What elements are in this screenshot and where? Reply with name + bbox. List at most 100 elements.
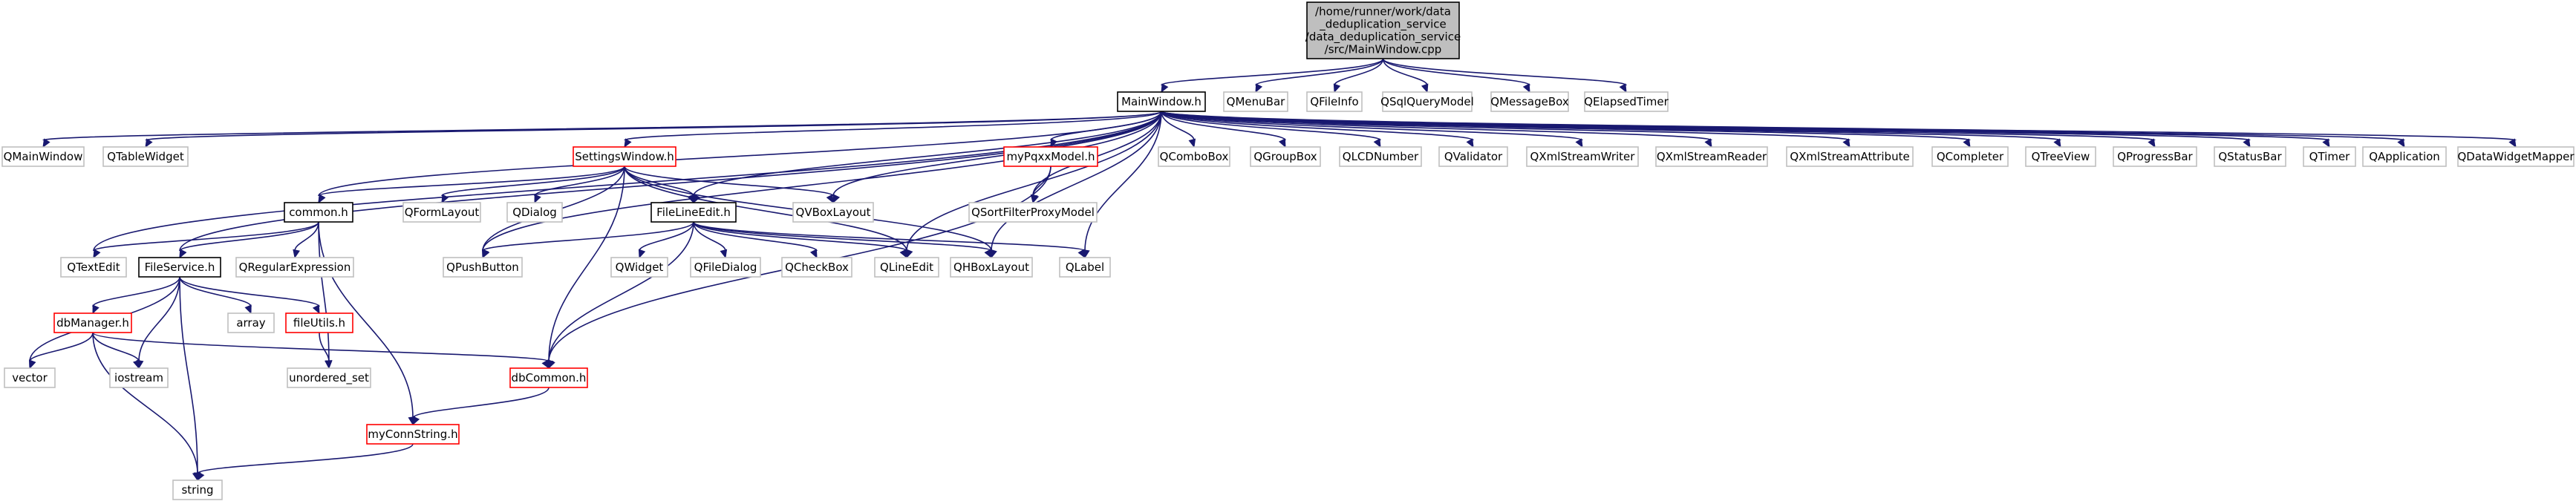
edge-filelineedit_h-to-qlabel: [693, 221, 1086, 259]
edge-myconnstring_h-to-string: [197, 443, 414, 482]
node-myconnstring-h[interactable]: myConnString.h: [366, 424, 460, 445]
node-label: /src/MainWindow.cpp: [1325, 43, 1442, 56]
node-qpushbutton: QPushButton: [443, 257, 523, 278]
edge-filelineedit_h-to-qcheckbox: [693, 221, 818, 259]
edge-settingswindow_h-to-qformlayout: [441, 166, 625, 204]
edge-dbmanager_h-to-dbcommon_h: [92, 332, 550, 370]
node-qlabel: QLabel: [1059, 257, 1111, 278]
node-qstatusbar: QStatusBar: [2214, 146, 2286, 167]
node-qxmlstreamwriter: QXmlStreamWriter: [1526, 146, 1639, 167]
node-root[interactable]: /home/runner/work/data_deduplication_ser…: [1305, 1, 1461, 59]
node-qregularexpression: QRegularExpression: [235, 257, 354, 278]
node-dbcommon-h[interactable]: dbCommon.h: [509, 367, 588, 388]
node-label: QTableWidget: [107, 150, 184, 163]
node-qfileinfo: QFileInfo: [1306, 91, 1363, 112]
node-iostream: iostream: [109, 367, 169, 388]
node-label: _deduplication_service: [1319, 18, 1447, 32]
edge-root-to-mainwindow_h: [1161, 58, 1384, 94]
node-label: QSortFilterProxyModel: [971, 206, 1095, 219]
node-fileservice-h[interactable]: FileService.h: [138, 257, 221, 278]
node-common-h[interactable]: common.h: [284, 202, 353, 223]
node-label: QTreeView: [2032, 150, 2090, 163]
node-label: QXmlStreamReader: [1657, 150, 1767, 163]
node-label: MainWindow.h: [1121, 95, 1201, 108]
edge-dbmanager_h-to-iostream: [92, 332, 140, 370]
node-label: QApplication: [2369, 150, 2440, 163]
node-label: QPushButton: [446, 261, 519, 274]
node-settingswindow-h[interactable]: SettingsWindow.h: [573, 146, 676, 167]
node-qcombobox: QComboBox: [1158, 146, 1230, 167]
node-label: QDialog: [512, 206, 557, 219]
edge-fileutils_h-to-unordered_set: [319, 332, 332, 370]
node-qmainwindow: QMainWindow: [1, 146, 85, 167]
node-label: QLabel: [1066, 261, 1104, 274]
edge-filelineedit_h-to-qpushbutton: [482, 221, 694, 259]
edge-common_h-to-fileservice_h: [179, 221, 319, 259]
edge-filelineedit_h-to-qhboxlayout: [693, 221, 992, 259]
node-filelineedit-h[interactable]: FileLineEdit.h: [650, 202, 737, 223]
edge-settingswindow_h-to-qvboxlayout: [624, 166, 834, 204]
edge-common_h-to-qtextedit: [93, 221, 319, 259]
edge-layer: [29, 58, 2517, 482]
node-qdialog: QDialog: [506, 202, 563, 223]
node-label: QWidget: [616, 261, 664, 274]
node-qtablewidget: QTableWidget: [102, 146, 189, 167]
node-dbmanager-h[interactable]: dbManager.h: [53, 312, 132, 333]
node-label: dbCommon.h: [512, 371, 587, 384]
node-label: QLineEdit: [880, 261, 933, 274]
edge-settingswindow_h-to-qdialog: [534, 166, 625, 204]
node-label: QVBoxLayout: [796, 206, 871, 219]
node-qvboxlayout: QVBoxLayout: [792, 202, 874, 223]
node-label: vector: [12, 371, 48, 384]
node-label: QSqlQueryModel: [1380, 95, 1474, 108]
node-label: QStatusBar: [2218, 150, 2282, 163]
node-label: QCheckBox: [785, 261, 849, 274]
node-qsqlquerymodel: QSqlQueryModel: [1380, 91, 1474, 112]
node-label: string: [181, 483, 213, 497]
edge-mainwindow_h-to-qdatawidgetmapper: [1161, 111, 2517, 148]
node-fileutils-h[interactable]: fileUtils.h: [285, 312, 353, 333]
node-vector: vector: [4, 367, 56, 388]
node-label: myConnString.h: [368, 428, 457, 441]
node-mypqxxmodel-h[interactable]: myPqxxModel.h: [1003, 146, 1098, 167]
node-label: QTextEdit: [67, 261, 120, 274]
node-string: string: [172, 480, 223, 500]
node-label: QXmlStreamAttribute: [1790, 150, 1909, 163]
node-label: QHBoxLayout: [953, 261, 1029, 274]
node-mainwindow-h[interactable]: MainWindow.h: [1117, 91, 1206, 112]
edge-mainwindow_h-to-settingswindow_h: [624, 111, 1162, 148]
node-unordered-set: unordered_set: [287, 367, 371, 388]
node-label: FileLineEdit.h: [656, 206, 731, 219]
node-qcompleter: QCompleter: [1931, 146, 2009, 167]
node-qhboxlayout: QHBoxLayout: [950, 257, 1033, 278]
node-qxmlstreamattribute: QXmlStreamAttribute: [1786, 146, 1914, 167]
node-label: QDataWidgetMapper: [2457, 150, 2575, 163]
node-label: QCompleter: [1937, 150, 2004, 163]
edge-filelineedit_h-to-qwidget: [638, 221, 694, 259]
edge-mainwindow_h-to-qxmlstreamreader: [1161, 111, 1712, 148]
node-label: QRegularExpression: [239, 261, 351, 274]
node-qsortfilterproxymodel: QSortFilterProxyModel: [968, 202, 1098, 223]
node-label: QValidator: [1444, 150, 1503, 163]
node-label: QFormLayout: [405, 206, 480, 219]
edge-fileservice_h-to-array: [179, 276, 252, 315]
node-qtextedit: QTextEdit: [60, 257, 127, 278]
node-label: SettingsWindow.h: [575, 150, 674, 163]
edge-common_h-to-qregularexpression: [293, 221, 319, 259]
node-label: dbManager.h: [56, 316, 129, 330]
edge-mainwindow_h-to-qvalidator: [1161, 111, 1474, 148]
node-label: QFileInfo: [1310, 95, 1358, 108]
edge-filelineedit_h-to-qlineedit: [693, 221, 907, 259]
edge-mainwindow_h-to-qtablewidget: [145, 111, 1162, 148]
edge-settingswindow_h-to-common_h: [318, 166, 625, 204]
edge-dbmanager_h-to-vector: [29, 332, 94, 370]
node-label: QTimer: [2309, 150, 2351, 163]
node-label: common.h: [289, 206, 348, 219]
node-label: fileUtils.h: [293, 316, 345, 330]
node-qtreeview: QTreeView: [2025, 146, 2096, 167]
edge-root-to-qmenubar: [1255, 58, 1384, 94]
edge-root-to-qelapsedtimer: [1382, 58, 1627, 94]
node-qcheckbox: QCheckBox: [781, 257, 852, 278]
